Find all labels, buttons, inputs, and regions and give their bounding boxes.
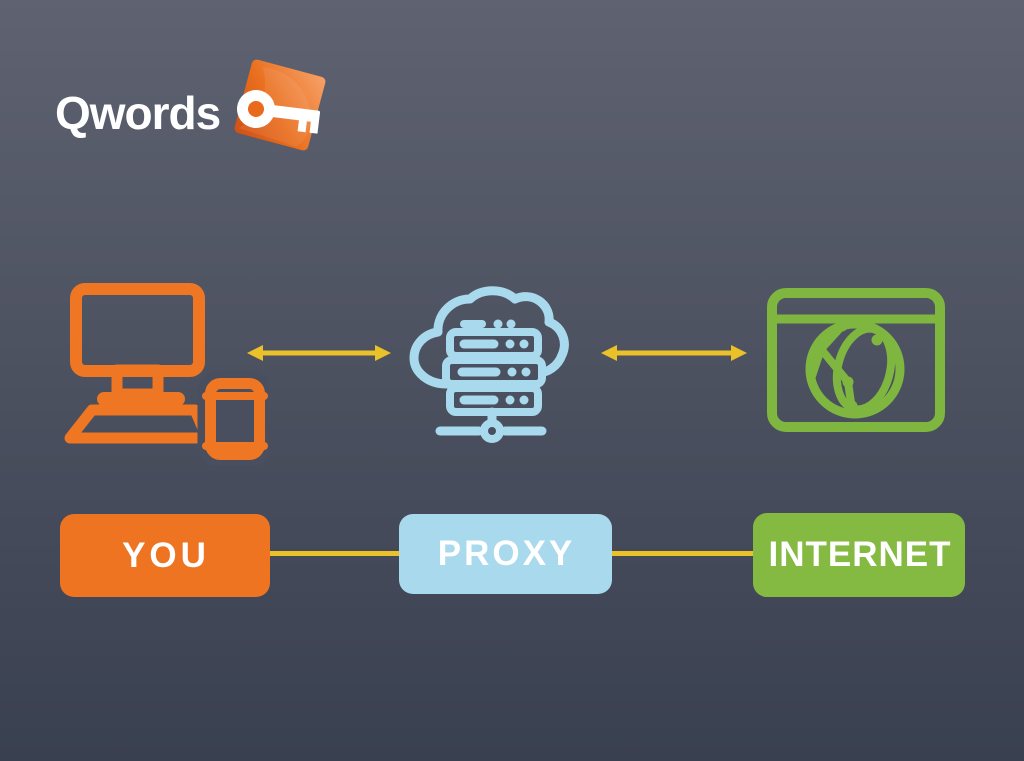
brand-name: Qwords <box>55 87 221 139</box>
label-box-you: YOU <box>60 514 270 597</box>
cloud-server-icon <box>406 286 574 448</box>
server-rows <box>442 319 546 416</box>
label-you: YOU <box>122 535 210 575</box>
browser-globe-icon <box>766 288 946 433</box>
globe-network <box>805 319 905 419</box>
desktop-and-phone-icon <box>63 280 268 465</box>
key-icon <box>222 46 344 168</box>
label-proxy: PROXY <box>437 534 576 573</box>
label-box-internet: INTERNET <box>753 513 965 597</box>
label-internet: INTERNET <box>768 535 952 574</box>
label-box-proxy: PROXY <box>399 514 612 594</box>
double-arrow-icon <box>600 341 748 365</box>
double-arrow-icon <box>246 341 392 365</box>
phone-part <box>197 370 268 465</box>
connector-line <box>612 551 753 556</box>
connector-line <box>270 551 399 556</box>
